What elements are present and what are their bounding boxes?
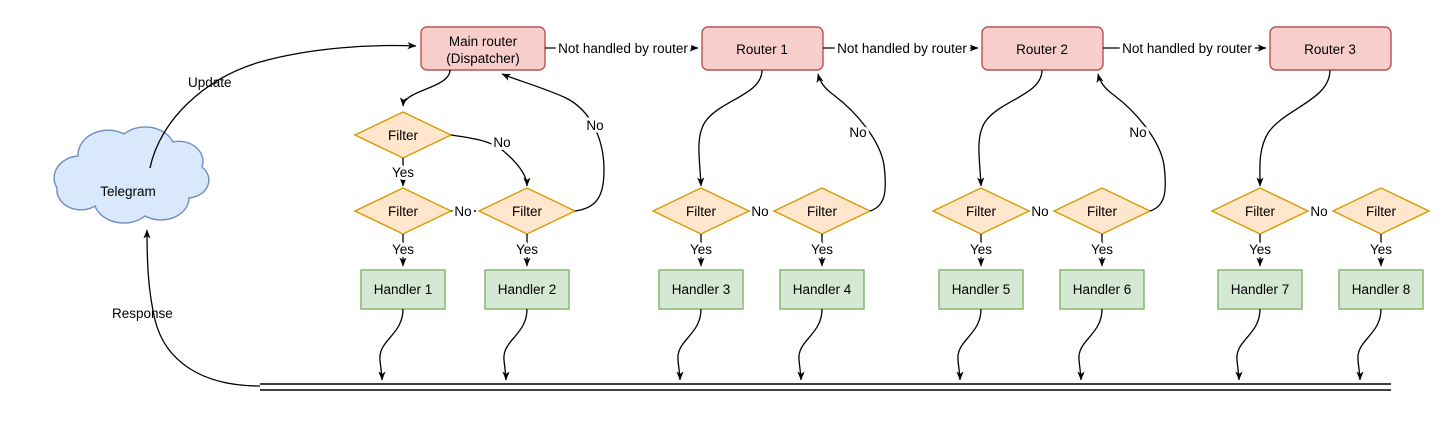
filter-filter-a[interactable]: Filter: [353, 111, 453, 159]
edge-router-1-to-filter-3: [697, 69, 763, 187]
edge-label-yes-a: Yes: [392, 165, 414, 180]
handler-handler-8[interactable]: Handler 8: [1338, 269, 1424, 310]
filter-filter-5-label: Filter: [966, 204, 997, 219]
edge-label-no-back-r2: No: [1129, 125, 1146, 140]
edge-handler-4-to-bus: [797, 308, 823, 381]
filter-filter-3-label: Filter: [686, 204, 717, 219]
edge-label-no-4: No: [1310, 204, 1327, 219]
edge-handler-7-to-bus: [1235, 308, 1261, 381]
edge-label-yes-7: Yes: [1249, 242, 1271, 257]
handler-handler-4[interactable]: Handler 4: [779, 269, 865, 310]
filter-filter-2[interactable]: Filter: [477, 187, 577, 235]
router-main-router-line1: Main router: [449, 34, 518, 49]
router-main-router-line2: (Dispatcher): [446, 51, 520, 66]
filter-filter-5[interactable]: Filter: [931, 187, 1031, 235]
handler-handler-2-label: Handler 2: [498, 282, 557, 297]
router-router-1-line1: Router 1: [736, 42, 788, 57]
edge-label-update: Update: [188, 75, 232, 90]
edge-label-not-handled-3: Not handled by router: [1122, 41, 1252, 56]
telegram-cloud: Telegram: [53, 126, 210, 224]
handler-handler-4-label: Handler 4: [793, 282, 852, 297]
filter-filter-7[interactable]: Filter: [1210, 187, 1310, 235]
handler-handler-6-label: Handler 6: [1073, 282, 1132, 297]
handler-handler-6[interactable]: Handler 6: [1059, 269, 1145, 310]
cloud-label: Telegram: [100, 184, 156, 199]
edge-router-3-to-filter-7: [1256, 69, 1331, 187]
handler-handler-3[interactable]: Handler 3: [658, 269, 744, 310]
edge-handler-1-to-bus: [378, 308, 404, 381]
edge-handler-8-to-bus: [1356, 308, 1382, 381]
filter-filter-4-label: Filter: [807, 204, 838, 219]
handler-handler-5-label: Handler 5: [952, 282, 1011, 297]
edge-label-not-handled-2: Not handled by router: [837, 41, 967, 56]
router-router-2[interactable]: Router 2: [981, 26, 1104, 71]
router-router-2-line1: Router 2: [1016, 42, 1068, 57]
handler-handler-1[interactable]: Handler 1: [360, 269, 446, 310]
edge-label-no-3: No: [1031, 204, 1048, 219]
filter-filter-7-label: Filter: [1245, 204, 1276, 219]
handler-handler-7[interactable]: Handler 7: [1217, 269, 1303, 310]
edge-label-no-back-main: No: [586, 118, 603, 133]
filter-filter-8-label: Filter: [1366, 204, 1397, 219]
handler-handler-1-label: Handler 1: [374, 282, 433, 297]
response-bus: [260, 383, 1391, 391]
edge-label-no-2: No: [751, 204, 768, 219]
edge-filter-4-no-back: [816, 73, 886, 212]
handler-handler-3-label: Handler 3: [672, 282, 731, 297]
handler-handler-8-label: Handler 8: [1352, 282, 1411, 297]
filter-filter-1-label: Filter: [388, 204, 419, 219]
edge-filter-2-no-back: [501, 73, 605, 212]
filter-filter-3[interactable]: Filter: [651, 187, 751, 235]
handler-handler-2[interactable]: Handler 2: [484, 269, 570, 310]
edge-update: [149, 42, 417, 169]
edge-filter-6-no-back: [1096, 73, 1166, 212]
edge-label-yes-1: Yes: [392, 242, 414, 257]
edge-label-yes-8: Yes: [1370, 242, 1392, 257]
router-router-3-line1: Router 3: [1304, 42, 1356, 57]
edge-label-yes-3: Yes: [690, 242, 712, 257]
router-router-3[interactable]: Router 3: [1269, 26, 1392, 71]
edge-label-no-1: No: [454, 204, 471, 219]
edge-label-no-a: No: [493, 135, 510, 150]
edge-response: [143, 229, 261, 387]
filter-filter-1[interactable]: Filter: [353, 187, 453, 235]
handler-handler-7-label: Handler 7: [1231, 282, 1290, 297]
edge-label-yes-6: Yes: [1091, 242, 1113, 257]
edge-handler-2-to-bus: [502, 308, 528, 381]
router-main-router[interactable]: Main router (Dispatcher): [420, 26, 546, 71]
router-router-1[interactable]: Router 1: [701, 26, 824, 71]
filter-filter-a-label: Filter: [388, 128, 419, 143]
edge-label-yes-5: Yes: [970, 242, 992, 257]
edge-label-no-back-r1: No: [849, 125, 866, 140]
edge-filter-a-no: [450, 134, 531, 187]
edge-handler-3-to-bus: [676, 308, 702, 381]
filter-filter-6-label: Filter: [1087, 204, 1118, 219]
edge-handler-6-to-bus: [1077, 308, 1103, 381]
edge-label-yes-4: Yes: [811, 242, 833, 257]
edge-handler-5-to-bus: [956, 308, 982, 381]
edge-label-not-handled-1: Not handled by router: [558, 41, 688, 56]
filter-filter-8[interactable]: Filter: [1331, 187, 1431, 235]
filter-filter-6[interactable]: Filter: [1052, 187, 1152, 235]
edge-label-yes-2: Yes: [516, 242, 538, 257]
filter-filter-4[interactable]: Filter: [772, 187, 872, 235]
filter-filter-2-label: Filter: [512, 204, 543, 219]
edge-router-2-to-filter-5: [977, 69, 1043, 187]
handler-handler-5[interactable]: Handler 5: [938, 269, 1024, 310]
edge-label-response: Response: [112, 306, 173, 321]
edge-main-to-filter-a: [399, 69, 451, 107]
